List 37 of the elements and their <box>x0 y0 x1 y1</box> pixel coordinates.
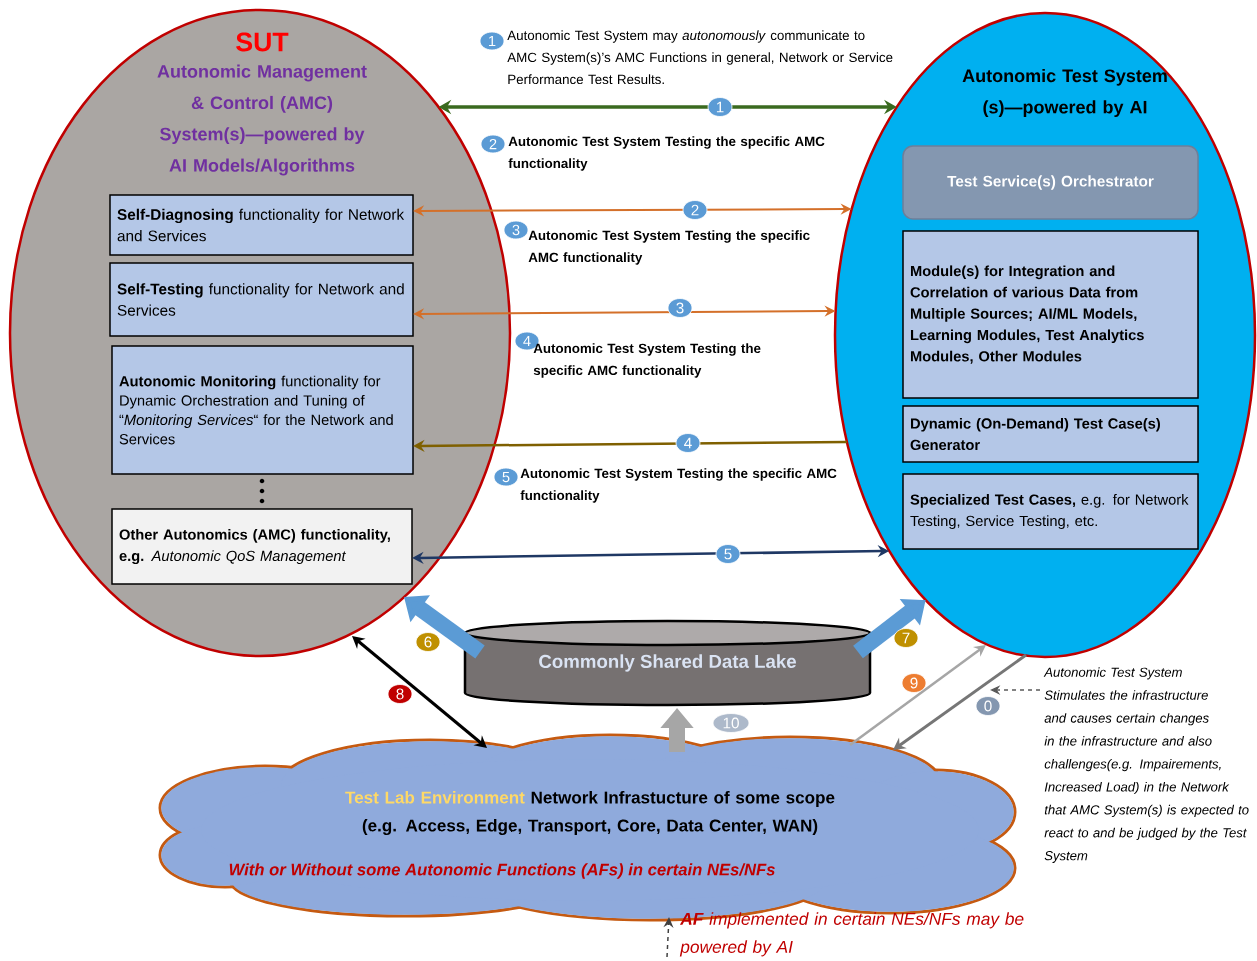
edge-label: 3 <box>667 298 693 318</box>
system-title: SUT <box>236 32 289 52</box>
system-heading: Autonomic Management & Control (AMC) System(s)—powered by AI Models/Algorithms <box>157 64 367 176</box>
arrow <box>352 636 487 748</box>
description-text: Autonomic Test System Testing the specific AMC functionality <box>520 468 837 503</box>
function-box: Other Autonomics (AMC) functionality, e.g. Autonomic QoS Management <box>111 508 413 585</box>
edge-label: 0 <box>975 696 1001 716</box>
edge-label: 5 <box>715 544 741 564</box>
edge-label: 8 <box>387 684 413 704</box>
callout-number: 3 <box>503 220 529 240</box>
description-text: Autonomic Test System Testing the specific AMC functionality <box>508 136 825 171</box>
edge-label: 6 <box>415 632 441 652</box>
function-box: Self-Diagnosing functionality for Network and Services <box>109 194 414 256</box>
edge-label: 2 <box>682 200 708 220</box>
edge-label: 7 <box>893 628 919 648</box>
arrow <box>893 653 1027 750</box>
function-box: Autonomic Monitoring functionality for Dynamic Orchestration and Tuning of “Monitoring Services“ for the Network and Services <box>111 345 414 475</box>
edge-label: 4 <box>675 433 701 453</box>
callout-number: 1 <box>479 31 505 51</box>
system-heading: Autonomic Test System (s)—powered by AI <box>962 68 1167 118</box>
description-text: Autonomic Test System may autonomously communicate to AMC System(s)’s AMC Functions in general, Network or Service Performance Test Results. <box>507 30 893 85</box>
function-box: Specialized Test Cases, e.g. for Network Testing, Service Testing, etc. <box>902 473 1199 550</box>
function-box: Dynamic (On-Demand) Test Case(s) Generator <box>902 405 1199 463</box>
callout-number: 2 <box>480 134 506 154</box>
description-text: Autonomic Test System Testing the specific AMC functionality <box>528 230 810 265</box>
cylinder: Commonly Shared Data Lake <box>463 619 872 707</box>
function-box: Module(s) for Integration and Correlation of various Data from Multiple Sources; AI/ML Models, Learning Modules, Test Analytics Modules, Other Modules <box>902 230 1199 399</box>
function-box: Self-Testing functionality for Network and Services <box>109 262 414 337</box>
block-arrow <box>404 595 485 659</box>
note-text: Autonomic Test System Stimulates the infrastructure and causes certain changes in the infrastructure and also challenges(e.g. Impairements, Increased Load) in the Network that AMC System(s) is expected to react to and be judged by the Test System <box>1043 667 1249 863</box>
edge-label: 10 <box>712 713 750 733</box>
panel-title: Test Service(s) Orchestrator <box>902 145 1199 220</box>
description-text: Autonomic Test System Testing the specific AMC functionality <box>533 343 761 378</box>
edge-label: 1 <box>707 97 733 117</box>
callout-number: 5 <box>493 467 519 487</box>
edge-label: 9 <box>901 673 927 693</box>
block-arrow <box>853 598 926 659</box>
